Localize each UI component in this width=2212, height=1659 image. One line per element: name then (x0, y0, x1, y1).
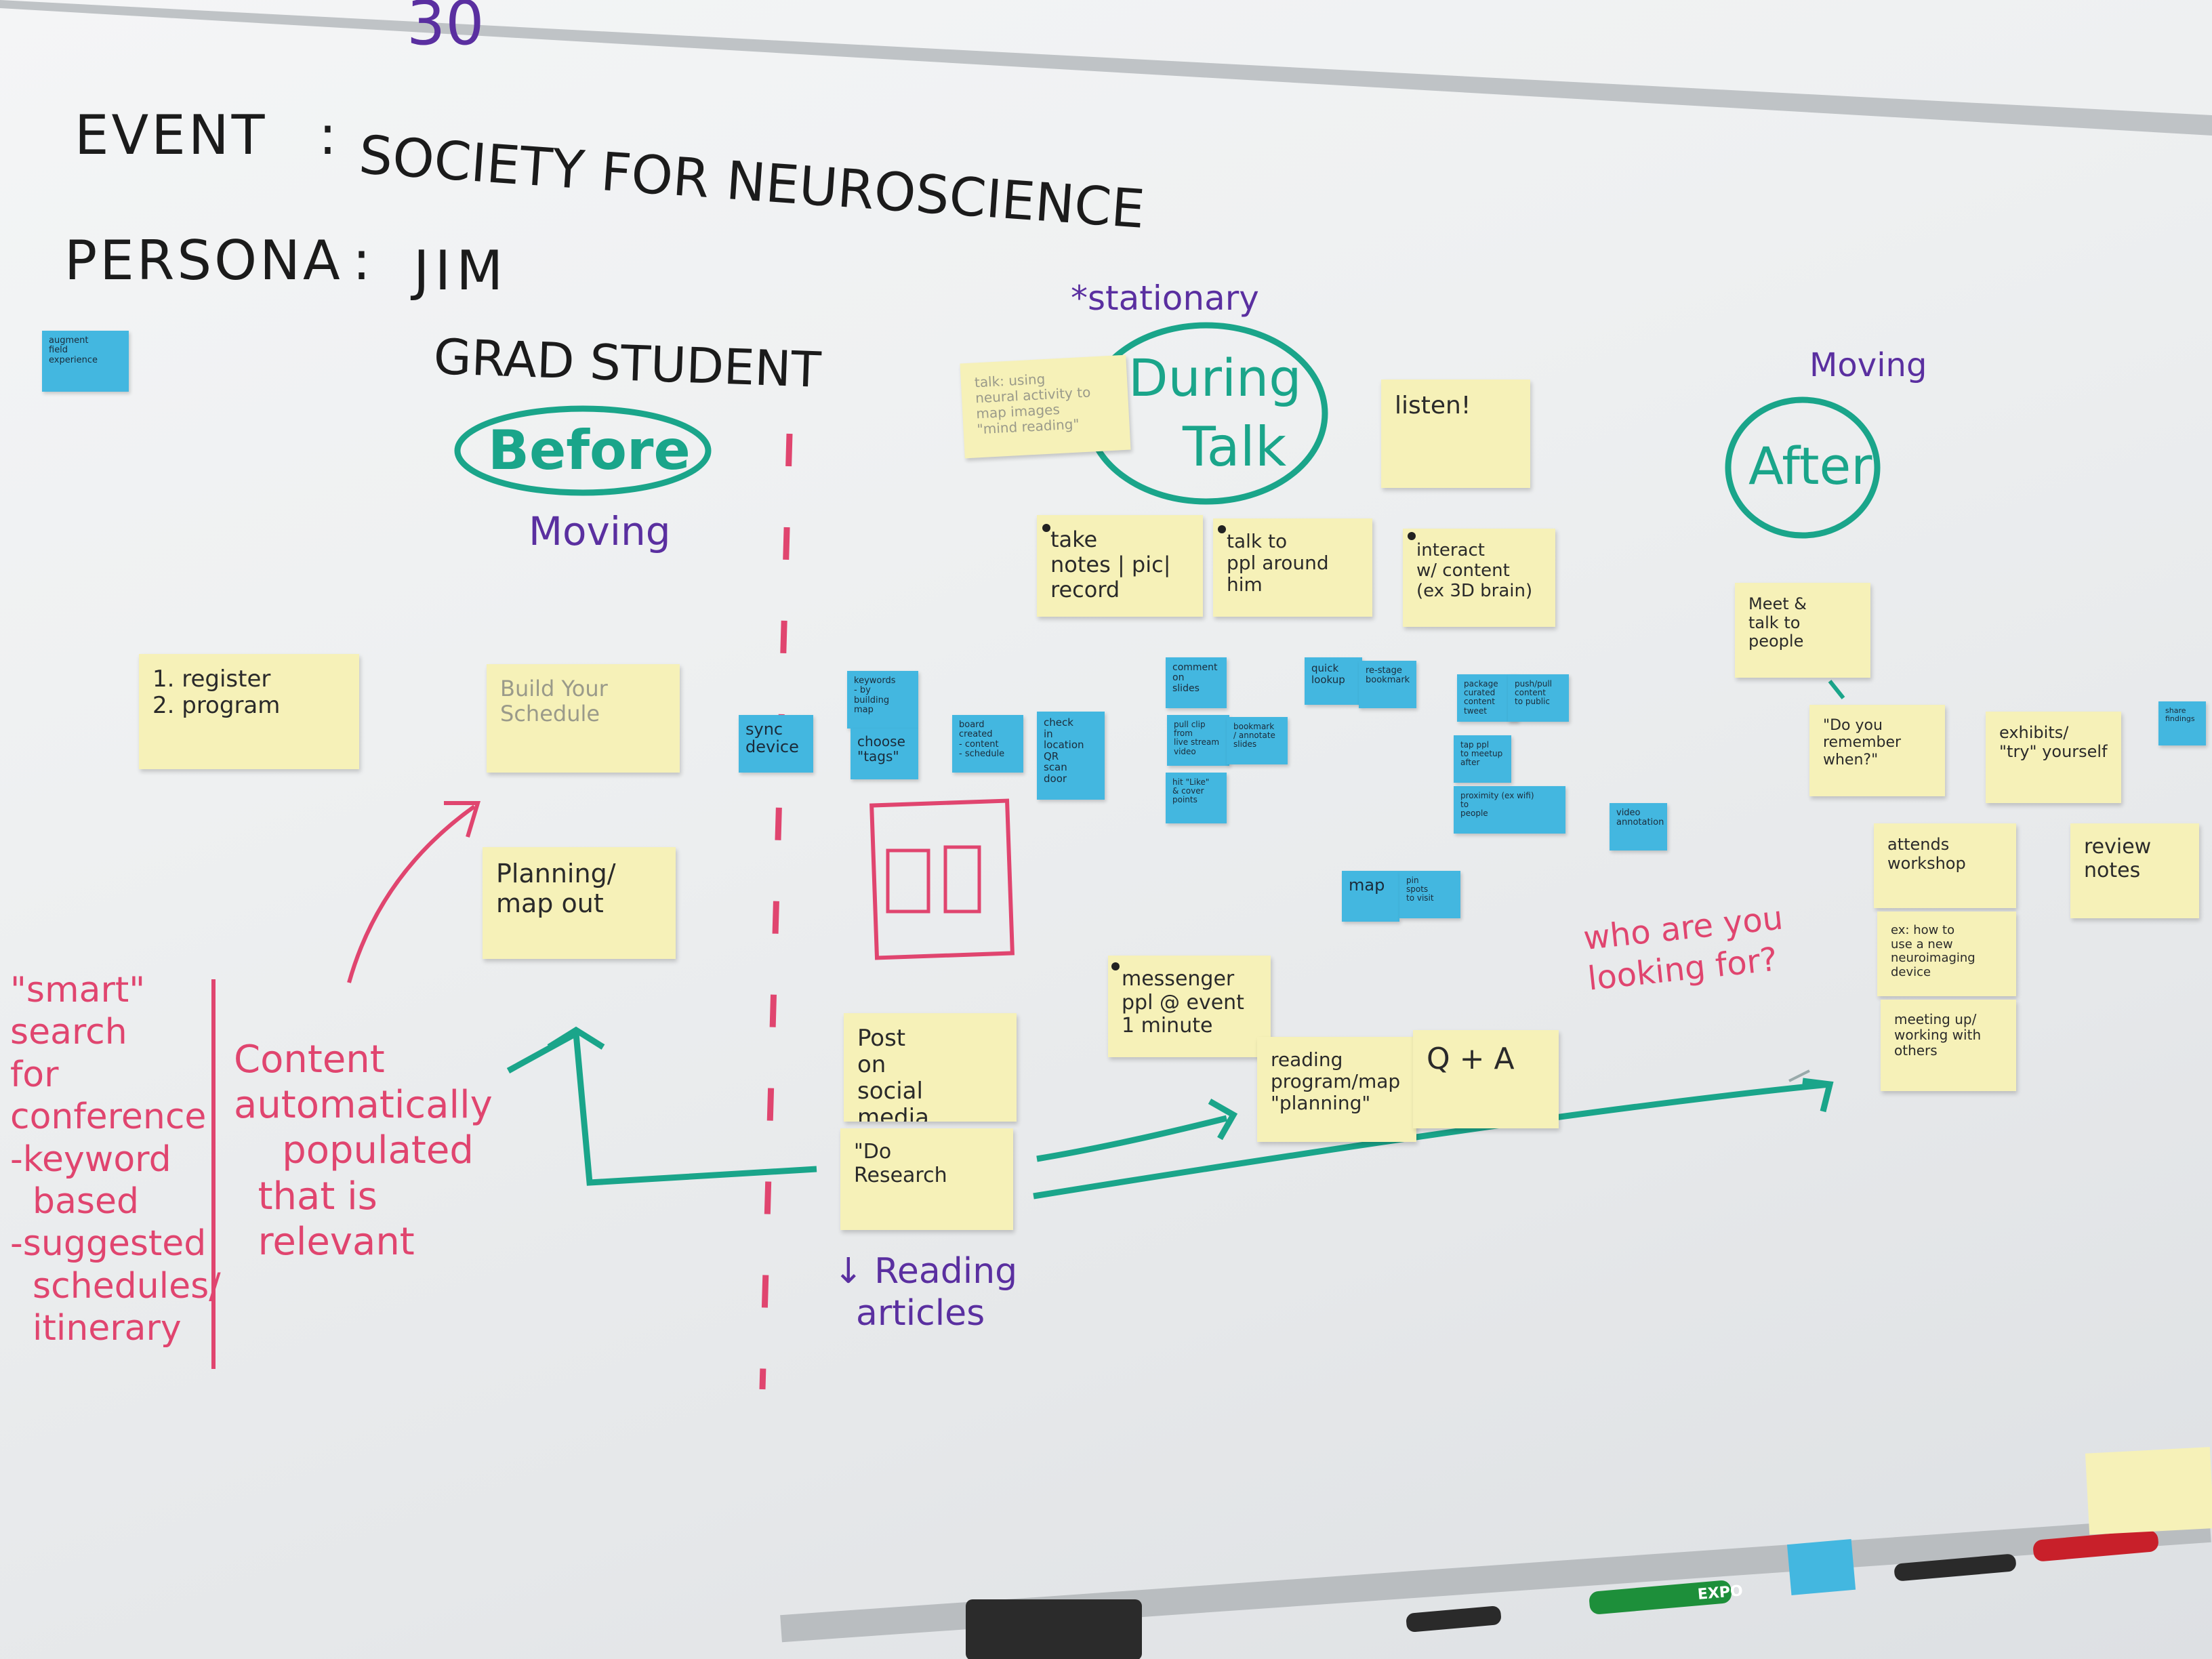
note-attends-workshop: attends workshop (1874, 823, 2016, 908)
pink-sketch-panel-right (943, 845, 981, 914)
bnote-map: map (1342, 871, 1399, 922)
pin-interact (1408, 532, 1416, 540)
marker-black-1 (1406, 1605, 1501, 1633)
after-circle (1725, 396, 1881, 539)
pink-arrowhead (444, 801, 481, 838)
teal-arrow-mid (1036, 1115, 1228, 1162)
note-planning: Planning/ map out (483, 847, 676, 959)
note-interact: interact w/ content (ex 3D brain) (1403, 529, 1555, 627)
bnote-video-annotation: video annotation (1610, 803, 1667, 851)
note-meet-talk: Meet & talk to people (1735, 583, 1870, 678)
persona-value: JIM (413, 239, 509, 302)
note-do-research: "Do Research (840, 1128, 1013, 1230)
event-label: EVENT (75, 104, 268, 167)
phase-during-label-line1: During (1128, 348, 1302, 408)
bnote-restage-bookmark: re-stage bookmark (1359, 661, 1416, 708)
persona-label: PERSONA (64, 229, 343, 292)
bnote-hit-like: hit "Like" & cover points (1166, 773, 1227, 823)
note-listen: listen! (1381, 380, 1530, 488)
bnote-choose-tags: choose "tags" (851, 729, 918, 779)
gray-dash (1788, 1069, 1810, 1082)
teal-arrowhead-left (547, 1026, 605, 1050)
yellow-note-pad (2085, 1447, 2212, 1535)
content-auto-text: Content automatically populated that is … (234, 1038, 493, 1264)
bnote-push-pull: push/pull content to public (1508, 674, 1569, 722)
pink-sketch-frame (869, 798, 1015, 960)
note-post-social: Post on social media (844, 1013, 1017, 1122)
note-take-notes: take notes | pic| record (1037, 515, 1203, 617)
teal-connector (1828, 680, 1845, 699)
note-qa: Q + A (1413, 1030, 1559, 1128)
pink-arrow (347, 804, 476, 983)
bnote-quick-lookup: quick lookup (1305, 657, 1362, 705)
note-reading-program: reading program/map "planning" (1257, 1037, 1416, 1142)
marker-green (1589, 1580, 1732, 1614)
eraser (966, 1599, 1142, 1659)
before-circle (454, 405, 712, 496)
bnote-tap-ppl: tap ppl to meetup after (1454, 735, 1511, 783)
pink-sketch-panel-left (886, 848, 930, 914)
marker-red (2033, 1530, 2158, 1561)
bnote-bookmark: bookmark / annotate slides (1227, 717, 1288, 764)
blue-note-pad (1786, 1538, 1856, 1595)
bnote-comment-slides: comment on slides (1166, 657, 1227, 708)
note-talk-neural: talk: using neural activity to map image… (960, 354, 1131, 459)
colon-persona: : (352, 229, 371, 292)
note-build-schedule: Build Your Schedule (487, 664, 680, 773)
note-do-you-remember: "Do you remember when?" (1809, 705, 1945, 796)
note-review-notes: review notes (2070, 823, 2199, 918)
bnote-right-edge: share findings (2158, 701, 2206, 745)
moving-after-label: Moving (1809, 346, 1927, 384)
header-top-number: 30 (407, 0, 485, 59)
marker-label: EXPO (1696, 1582, 1744, 1603)
note-meeting-up: meeting up/ working with others (1881, 1000, 2016, 1091)
persona-role: GRAD STUDENT (432, 328, 822, 398)
moving-before-label: Moving (529, 508, 671, 554)
before-divider (759, 433, 793, 1390)
note-messenger: messenger ppl @ event 1 minute (1108, 956, 1271, 1057)
teal-arrowhead-long (1802, 1078, 1834, 1113)
bnote-pin-spots: pin spots to visit (1399, 871, 1460, 918)
bnote-board-created: board created - content - schedule (952, 715, 1023, 773)
teal-arrowhead-mid (1208, 1099, 1238, 1141)
bnote-pull-clip: pull clip from live stream video (1167, 715, 1229, 766)
colon-event: : (319, 104, 337, 167)
reading-articles-text: ↓ Reading articles (834, 1251, 1018, 1334)
phase-during-label-line2: Talk (1183, 415, 1287, 478)
bnote-corner: augment field experience (42, 331, 129, 392)
board-frame-edge (0, 0, 2212, 136)
note-register: 1. register 2. program (139, 654, 359, 769)
bnote-keywords: keywords - by building map (847, 671, 918, 729)
phase-after-label: After (1748, 436, 1872, 496)
bnote-proximity: proximity (ex wifi) to people (1454, 786, 1565, 834)
pin-talk-ppl (1218, 525, 1226, 533)
phase-before-label: Before (488, 419, 691, 482)
pin-messenger (1111, 962, 1120, 970)
bnote-check-in: check in location QR scan door (1037, 712, 1105, 800)
marker-black-2 (1894, 1554, 2016, 1581)
note-ex-how-to: ex: how to use a new neuroimaging device (1877, 912, 2016, 996)
note-exhibits: exhibits/ "try" yourself (1986, 712, 2121, 803)
bnote-sync-device: sync device (739, 715, 813, 773)
teal-arrow-left (506, 1028, 817, 1186)
pin-take-notes (1042, 524, 1050, 532)
stationary-label: *stationary (1071, 279, 1259, 318)
smart-search-text: "smart" search for conference -keyword b… (10, 970, 221, 1349)
note-talk-ppl: talk to ppl around him (1213, 518, 1372, 617)
